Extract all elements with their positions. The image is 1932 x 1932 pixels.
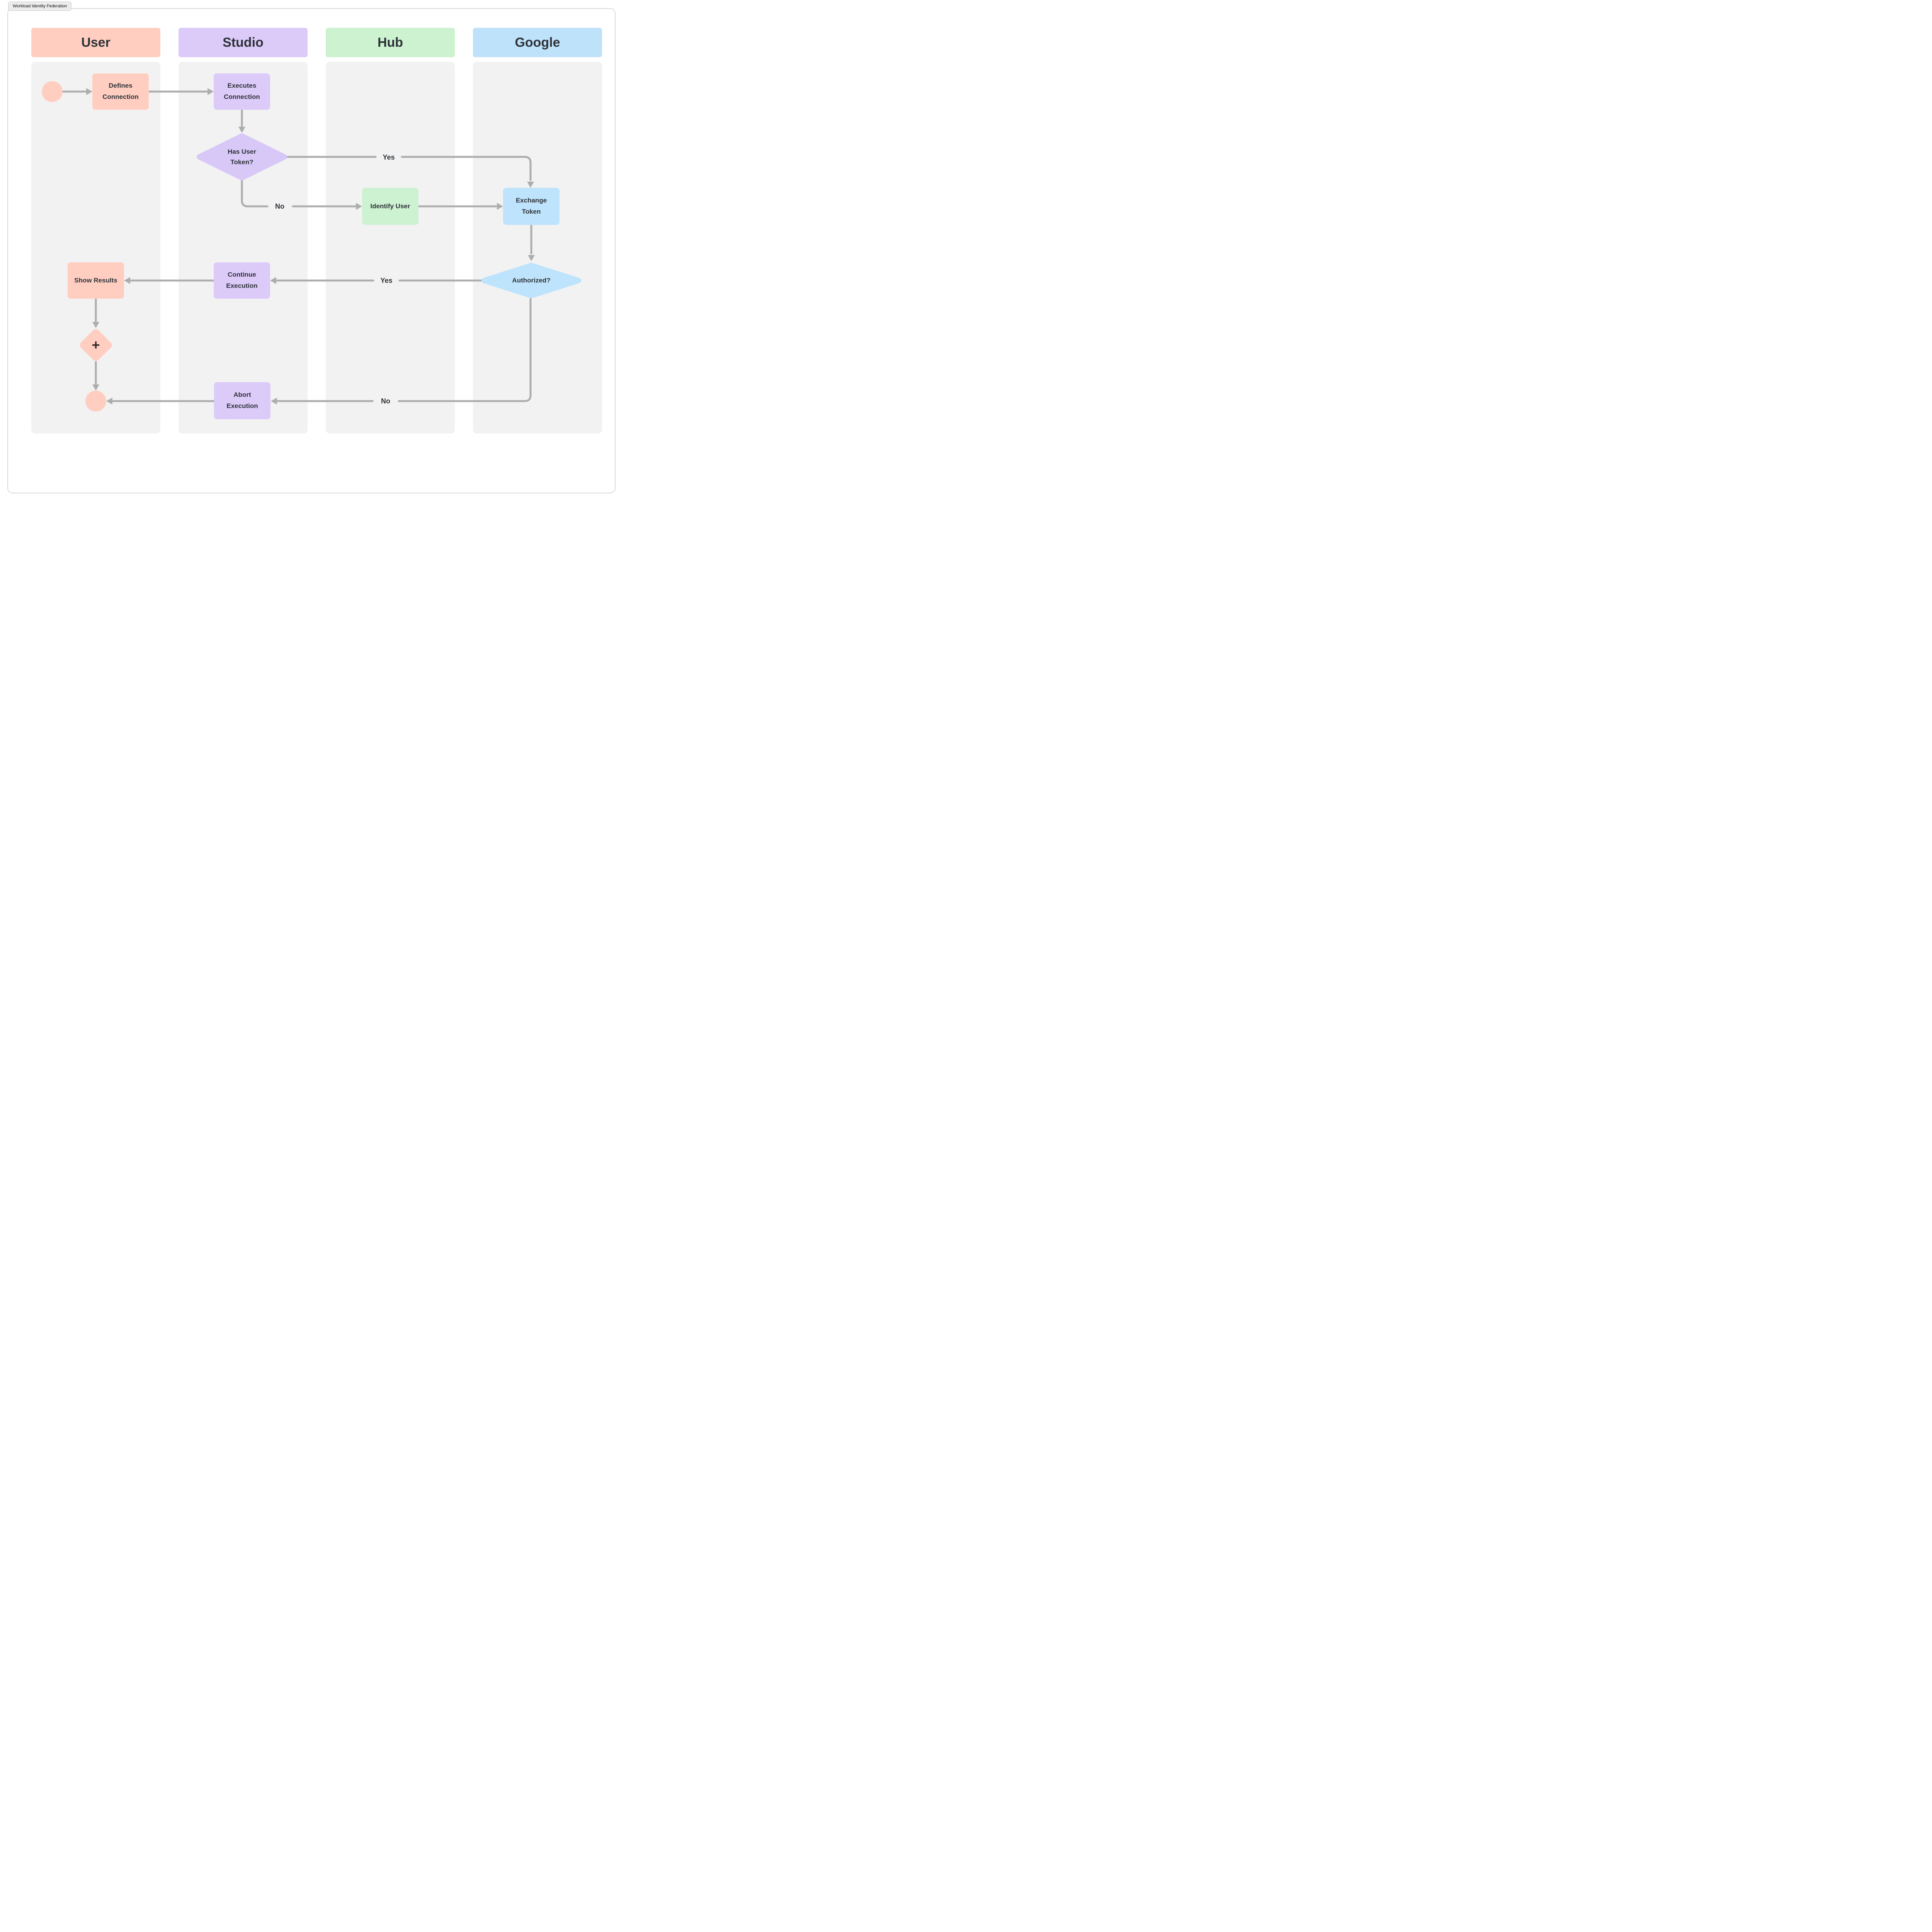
lane-header-user[interactable]: User xyxy=(31,28,160,57)
start-circle[interactable] xyxy=(42,81,63,102)
lane-header-google-label: Google xyxy=(515,35,560,50)
lane-body-hub xyxy=(326,62,455,434)
node-identify-user-label: Identify User xyxy=(370,202,410,210)
lane-header-google[interactable]: Google xyxy=(473,28,602,57)
node-exchange-token-label: Exchange Token xyxy=(515,197,547,215)
lane-body-studio xyxy=(179,62,308,434)
edge-label-no-mid[interactable]: No xyxy=(275,202,284,210)
node-defines-connection[interactable]: Defines Connection xyxy=(92,73,149,110)
diagram-tab-label: Workload Identity Federation xyxy=(13,4,67,9)
end-circle[interactable] xyxy=(85,391,106,412)
lane-header-hub-label: Hub xyxy=(377,35,403,50)
node-show-results[interactable]: Show Results xyxy=(68,262,124,299)
node-continue-execution-label: Continue Execution xyxy=(226,271,258,289)
flowchart-page: Workload Identity Federation User Studio… xyxy=(0,0,623,495)
node-executes-connection[interactable]: Executes Connection xyxy=(214,73,270,110)
decision-has-user-token[interactable] xyxy=(196,133,287,181)
decision-authorized[interactable] xyxy=(481,262,582,299)
node-executes-connection-label: Executes Connection xyxy=(224,82,260,100)
decision-has-user-token-label: Has User Token? xyxy=(228,148,256,166)
lane-header-studio[interactable]: Studio xyxy=(179,28,308,57)
lane-body-google xyxy=(473,62,602,434)
node-abort-execution-label: Abort Execution xyxy=(226,391,258,410)
merge-diamond-label: + xyxy=(92,337,100,353)
diagram-tab[interactable]: Workload Identity Federation xyxy=(8,2,72,11)
node-continue-execution[interactable]: Continue Execution xyxy=(214,262,270,299)
node-defines-connection-label: Defines Connection xyxy=(102,82,139,100)
decision-authorized-label: Authorized? xyxy=(512,277,551,284)
edge-label-yes-top[interactable]: Yes xyxy=(383,153,395,161)
lane-header-user-label: User xyxy=(81,35,111,50)
lane-header-studio-label: Studio xyxy=(223,35,264,50)
edge-label-yes-mid[interactable]: Yes xyxy=(380,276,393,284)
node-identify-user[interactable]: Identify User xyxy=(362,188,418,225)
node-exchange-token[interactable]: Exchange Token xyxy=(503,188,560,225)
lane-body-user xyxy=(31,62,160,434)
lane-header-hub[interactable]: Hub xyxy=(326,28,455,57)
edge-label-no-bottom[interactable]: No xyxy=(381,397,390,405)
node-show-results-label: Show Results xyxy=(74,276,117,284)
node-abort-execution[interactable]: Abort Execution xyxy=(214,382,270,419)
